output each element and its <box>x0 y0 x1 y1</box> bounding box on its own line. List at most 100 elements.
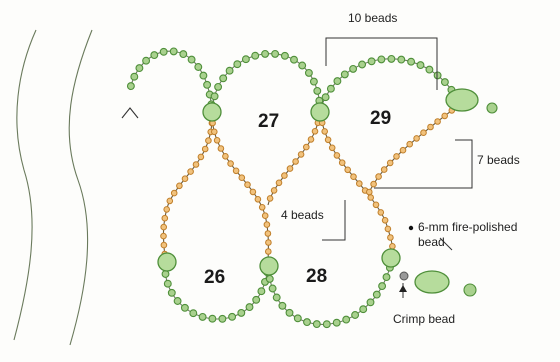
seed-bead-green <box>269 285 276 292</box>
junction-bead <box>260 257 278 275</box>
seed-bead-gold <box>198 154 204 160</box>
seed-bead-green <box>253 296 260 303</box>
left-cord-outer <box>14 30 36 340</box>
seed-bead-green <box>352 312 359 319</box>
seed-bead-gold <box>329 145 335 151</box>
seed-bead-green <box>334 78 341 85</box>
seed-bead-green <box>272 51 279 58</box>
seed-bead-gold <box>293 159 299 165</box>
seed-bead-gold <box>373 202 379 208</box>
seed-bead-gold <box>259 205 265 211</box>
label-10-beads: 10 beads <box>348 11 397 25</box>
seed-bead-green <box>170 48 177 55</box>
seed-bead-gold <box>228 161 234 167</box>
seed-bead-gold <box>378 210 384 216</box>
seed-bead-gold <box>164 207 170 213</box>
label-crimp-bead: Crimp bead <box>393 312 455 326</box>
seed-bead-gold <box>223 154 229 160</box>
seed-bead-green <box>379 283 386 290</box>
seed-bead-gold <box>312 129 318 135</box>
seed-bead-gold <box>266 240 272 246</box>
seed-bead-green <box>388 56 395 63</box>
seed-bead-green <box>314 88 321 95</box>
seed-bead-green <box>279 302 286 309</box>
seed-bead-green <box>350 66 357 73</box>
seed-bead-gold <box>394 154 400 160</box>
seed-bead-green <box>367 299 374 306</box>
seed-bead-gold <box>276 180 282 186</box>
seed-bead-gold <box>387 160 393 166</box>
seed-bead-green <box>188 56 195 63</box>
label-fire-polished-2: bead <box>418 235 445 249</box>
loop-number: 28 <box>306 266 327 287</box>
seed-bead-green <box>306 70 313 77</box>
seed-bead-green <box>182 304 189 311</box>
seed-bead-green <box>209 315 216 322</box>
seed-bead-gold <box>266 249 272 255</box>
seed-bead-green <box>151 52 158 59</box>
seed-bead-gold <box>239 175 245 181</box>
seed-bead-green <box>168 289 175 296</box>
small-bead-bottom-right <box>464 284 476 296</box>
seed-bead-green <box>234 61 241 68</box>
crimp-arrowhead <box>399 285 407 292</box>
junction-bead <box>382 249 400 267</box>
seed-bead-gold <box>382 218 388 224</box>
seed-bead-green <box>304 319 311 326</box>
seed-bead-gold <box>385 226 391 232</box>
seed-bead-green <box>252 52 259 59</box>
seed-bead-gold <box>428 124 434 130</box>
small-bead-top-right <box>487 103 497 113</box>
seed-bead-green <box>417 62 424 69</box>
seed-bead-gold <box>171 190 177 196</box>
seed-bead-gold <box>325 137 331 143</box>
seed-bead-gold <box>304 144 310 150</box>
seed-bead-green <box>180 51 187 58</box>
crimp-bead <box>400 272 408 280</box>
seed-bead-gold <box>188 169 194 175</box>
seed-bead-gold <box>233 168 239 174</box>
junction-bead <box>203 103 221 121</box>
seed-bead-gold <box>322 129 328 135</box>
seed-bead-gold <box>264 222 270 228</box>
bracket-4-beads <box>322 200 345 240</box>
seed-bead-gold <box>162 215 168 221</box>
seed-bead-gold <box>407 141 413 147</box>
seed-bead-green <box>360 306 367 313</box>
seed-bead-green <box>162 271 169 278</box>
seed-bead-green <box>426 66 433 73</box>
seed-bead-green <box>323 321 330 328</box>
seed-bead-gold <box>282 173 288 179</box>
seed-bead-green <box>143 57 150 64</box>
seed-bead-green <box>442 79 449 86</box>
seed-bead-gold <box>388 235 394 241</box>
seed-bead-green <box>434 72 441 79</box>
seed-bead-gold <box>212 129 218 135</box>
arrow-mark <box>122 108 138 118</box>
seed-bead-gold <box>390 244 396 250</box>
seed-bead-green <box>273 294 280 301</box>
seed-bead-gold <box>351 174 357 180</box>
seed-bead-gold <box>339 160 345 166</box>
seed-bead-gold <box>435 119 441 125</box>
seed-bead-gold <box>421 130 427 136</box>
seed-bead-gold <box>250 189 256 195</box>
seed-bead-gold <box>161 242 167 248</box>
seed-bead-gold <box>298 152 304 158</box>
loop-number: 27 <box>258 111 279 132</box>
seed-bead-gold <box>376 174 382 180</box>
seed-bead-green <box>408 58 415 65</box>
seed-bead-gold <box>334 153 340 159</box>
dot-marker <box>409 226 413 230</box>
seed-bead-gold <box>400 147 406 153</box>
seed-bead-green <box>299 62 306 69</box>
seed-bead-gold <box>255 197 261 203</box>
seed-bead-green <box>200 72 207 79</box>
seed-bead-gold <box>371 181 377 187</box>
seed-bead-gold <box>345 167 351 173</box>
seed-bead-gold <box>271 188 277 194</box>
seed-bead-green <box>262 51 269 58</box>
seed-bead-gold <box>414 136 420 142</box>
seed-bead-gold <box>161 233 167 239</box>
seed-bead-green <box>258 288 265 295</box>
